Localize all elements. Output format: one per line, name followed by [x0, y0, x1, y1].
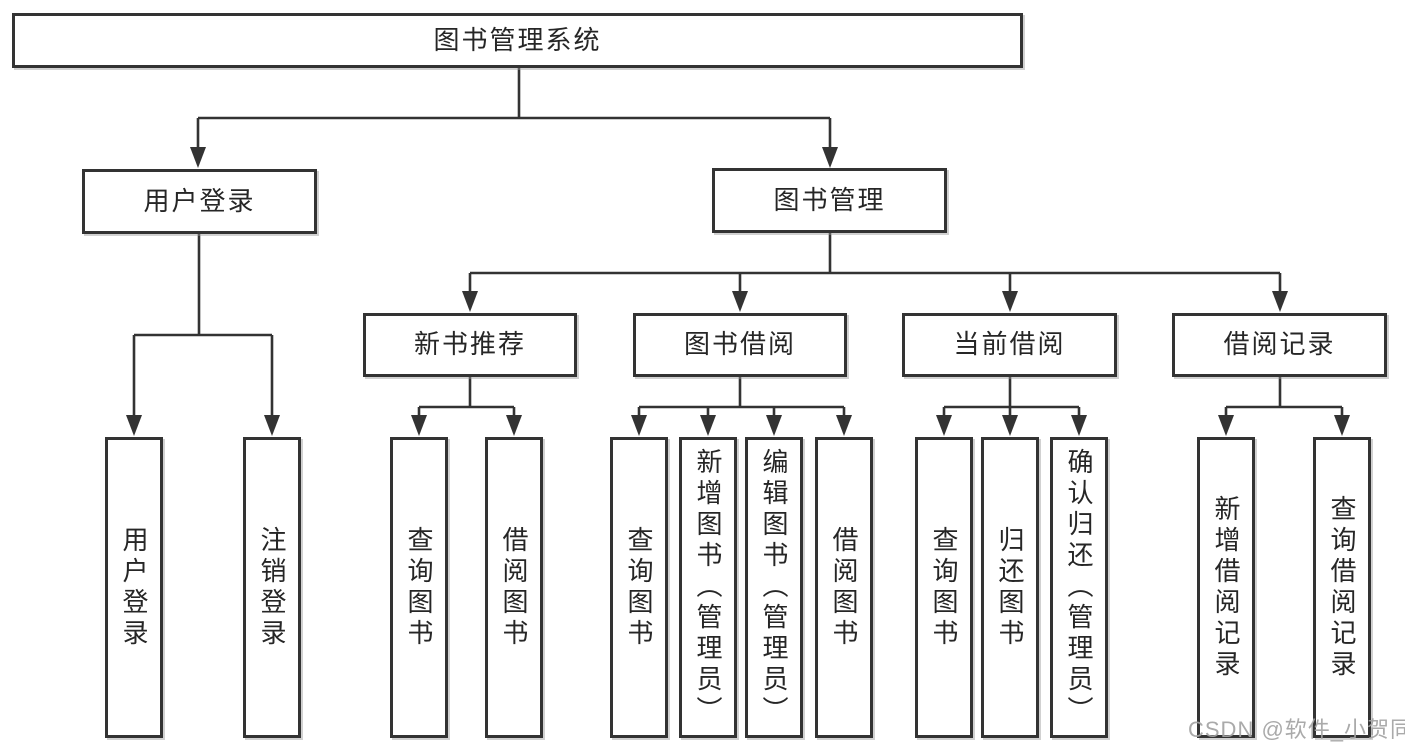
leaf-record-query-label: 查询借阅记录 [1327, 494, 1357, 681]
node-new-book-recommend: 新书推荐 [363, 313, 577, 377]
leaf-confirm-return-admin: 确认归还（管理员） [1050, 437, 1108, 738]
leaf-borrow-edit-admin: 编辑图书（管理员） [745, 437, 803, 738]
node-book-borrow-label: 图书借阅 [683, 329, 796, 360]
node-book-management-label: 图书管理 [773, 184, 886, 215]
leaf-user-login-label: 用户登录 [119, 525, 149, 650]
leaf-current-query-label: 查询图书 [929, 525, 959, 650]
node-root: 图书管理系统 [12, 13, 1023, 68]
node-borrow-record: 借阅记录 [1172, 313, 1387, 377]
leaf-borrow-query-label: 查询图书 [624, 525, 654, 650]
leaf-record-add-label: 新增借阅记录 [1211, 494, 1241, 681]
leaf-return-book-label: 归还图书 [995, 525, 1025, 650]
node-user-login-label: 用户登录 [143, 185, 256, 216]
arrowheads [126, 147, 1350, 436]
leaf-borrow-add-admin: 新增图书（管理员） [679, 437, 737, 738]
node-borrow-record-label: 借阅记录 [1223, 329, 1336, 360]
leaf-logout: 注销登录 [243, 437, 301, 738]
leaf-current-query: 查询图书 [915, 437, 973, 738]
leaf-borrow-add-admin-label: 新增图书（管理员） [693, 448, 723, 727]
leaf-user-login: 用户登录 [105, 437, 163, 738]
leaf-confirm-return-admin-label: 确认归还（管理员） [1064, 448, 1094, 727]
node-current-borrow: 当前借阅 [902, 313, 1117, 377]
node-current-borrow-label: 当前借阅 [953, 329, 1066, 360]
leaf-newbook-query: 查询图书 [390, 437, 448, 738]
node-root-label: 图书管理系统 [433, 24, 602, 55]
leaf-record-query: 查询借阅记录 [1313, 437, 1371, 738]
leaf-newbook-borrow-label: 借阅图书 [499, 525, 529, 650]
leaf-borrow-book: 借阅图书 [815, 437, 873, 738]
leaf-borrow-book-label: 借阅图书 [829, 525, 859, 650]
leaf-newbook-query-label: 查询图书 [404, 525, 434, 650]
node-book-management: 图书管理 [712, 168, 947, 233]
leaf-borrow-query: 查询图书 [610, 437, 668, 738]
node-book-borrow: 图书借阅 [633, 313, 847, 377]
node-new-book-recommend-label: 新书推荐 [413, 329, 526, 360]
leaf-record-add: 新增借阅记录 [1197, 437, 1255, 738]
leaf-newbook-borrow: 借阅图书 [485, 437, 543, 738]
csdn-watermark: CSDN @软件_小贺同学 [1188, 717, 1405, 742]
leaf-borrow-edit-admin-label: 编辑图书（管理员） [759, 448, 789, 727]
node-user-login: 用户登录 [82, 169, 317, 234]
leaf-return-book: 归还图书 [981, 437, 1039, 738]
leaf-logout-label: 注销登录 [257, 525, 287, 650]
